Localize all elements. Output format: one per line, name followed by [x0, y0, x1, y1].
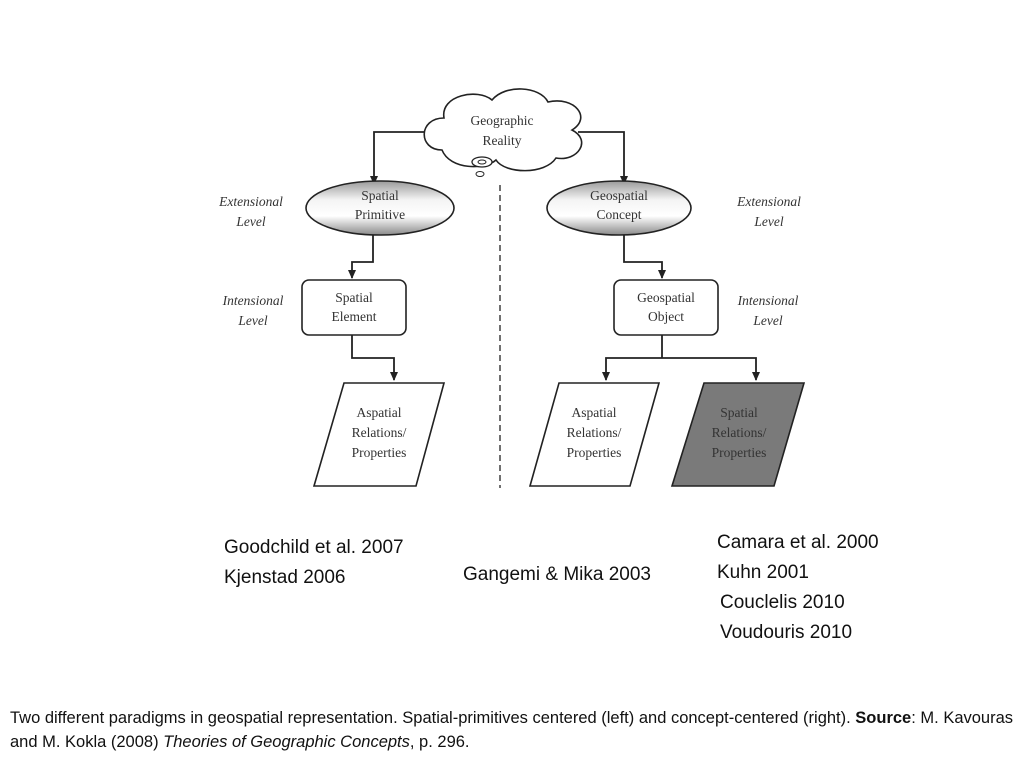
spatial-element-box: Spatial Element [301, 279, 407, 336]
right-aspatial-line2: Relations/ [567, 425, 622, 440]
right-citation-1: Camara et al. 2000 [717, 532, 879, 553]
figure-caption: Two different paradigms in geospatial re… [10, 706, 1020, 754]
spatial-element-line1: Spatial [335, 290, 373, 305]
spatial-primitive-line1: Spatial [361, 188, 399, 203]
right-aspatial-line1: Aspatial [572, 405, 617, 420]
caption-text-2: : M. Kavouras and M. Kokla (2008) [10, 709, 1014, 751]
left-extensional-line2: Level [235, 214, 265, 229]
arrow-element-to-aspatial [351, 335, 398, 381]
arrow-concept-to-object [623, 235, 666, 279]
right-citation-4: Voudouris 2010 [720, 622, 853, 643]
spatial-primitive-line2: Primitive [355, 207, 405, 222]
middle-citation: Gangemi & Mika 2003 [463, 560, 651, 590]
left-intensional-level-label: Intensional Level [222, 293, 284, 328]
geospatial-concept-line2: Concept [597, 207, 642, 222]
right-citation-2: Kuhn 2001 [717, 562, 809, 583]
right-citations: Camara et al. 2000 Kuhn 2001 Couclelis 2… [717, 528, 879, 648]
left-aspatial-line2: Relations/ [352, 425, 407, 440]
geospatial-concept-line1: Geospatial [590, 188, 648, 203]
spatial-relations-box: Spatial Relations/ Properties [670, 382, 806, 487]
left-extensional-level-label: Extensional Level [218, 194, 283, 229]
cloud-text-line2: Reality [483, 133, 522, 148]
caption-text-3: , p. 296. [409, 733, 470, 751]
geospatial-concept-ellipse: Geospatial Concept [546, 180, 692, 236]
paradigm-diagram: Geographic Reality Spatial Primitive Geo… [218, 88, 806, 488]
geospatial-object-line2: Object [648, 309, 684, 324]
left-aspatial-line1: Aspatial [357, 405, 402, 420]
caption-book-title: Theories of Geographic Concepts [163, 733, 410, 751]
left-aspatial-line3: Properties [352, 445, 407, 460]
arrow-cloud-to-geospatial-concept [578, 131, 628, 185]
spatial-relations-line3: Properties [712, 445, 767, 460]
spatial-primitive-ellipse: Spatial Primitive [305, 180, 455, 236]
left-extensional-line1: Extensional [218, 194, 283, 209]
right-aspatial-line3: Properties [567, 445, 622, 460]
caption-source-label: Source [855, 709, 912, 727]
right-intensional-line1: Intensional [737, 293, 799, 308]
left-citation-1: Goodchild et al. 2007 [224, 537, 404, 558]
spatial-element-line2: Element [332, 309, 377, 324]
geospatial-object-line1: Geospatial [637, 290, 695, 305]
geographic-reality-cloud: Geographic Reality [423, 88, 583, 177]
right-citation-3: Couclelis 2010 [720, 592, 845, 613]
arrow-object-to-aspatial [602, 357, 662, 381]
arrow-cloud-to-spatial-primitive [370, 131, 424, 185]
left-citation-2: Kjenstad 2006 [224, 567, 346, 588]
arrow-primitive-to-element [348, 235, 374, 279]
right-aspatial-relations-box: Aspatial Relations/ Properties [528, 382, 661, 487]
middle-citation-text: Gangemi & Mika 2003 [463, 564, 651, 585]
left-citations: Goodchild et al. 2007 Kjenstad 2006 [224, 533, 404, 593]
right-extensional-line2: Level [753, 214, 783, 229]
left-aspatial-relations-box: Aspatial Relations/ Properties [312, 382, 446, 487]
arrow-object-to-spatial [662, 357, 760, 381]
right-extensional-line1: Extensional [736, 194, 801, 209]
left-intensional-line2: Level [237, 313, 267, 328]
left-intensional-line1: Intensional [222, 293, 284, 308]
right-intensional-level-label: Intensional Level [737, 293, 799, 328]
cloud-text-line1: Geographic [471, 113, 534, 128]
spatial-relations-line2: Relations/ [712, 425, 767, 440]
right-intensional-line2: Level [752, 313, 782, 328]
geospatial-object-box: Geospatial Object [613, 279, 719, 336]
right-extensional-level-label: Extensional Level [736, 194, 801, 229]
caption-text-1: Two different paradigms in geospatial re… [10, 709, 856, 727]
spatial-relations-line1: Spatial [720, 405, 758, 420]
